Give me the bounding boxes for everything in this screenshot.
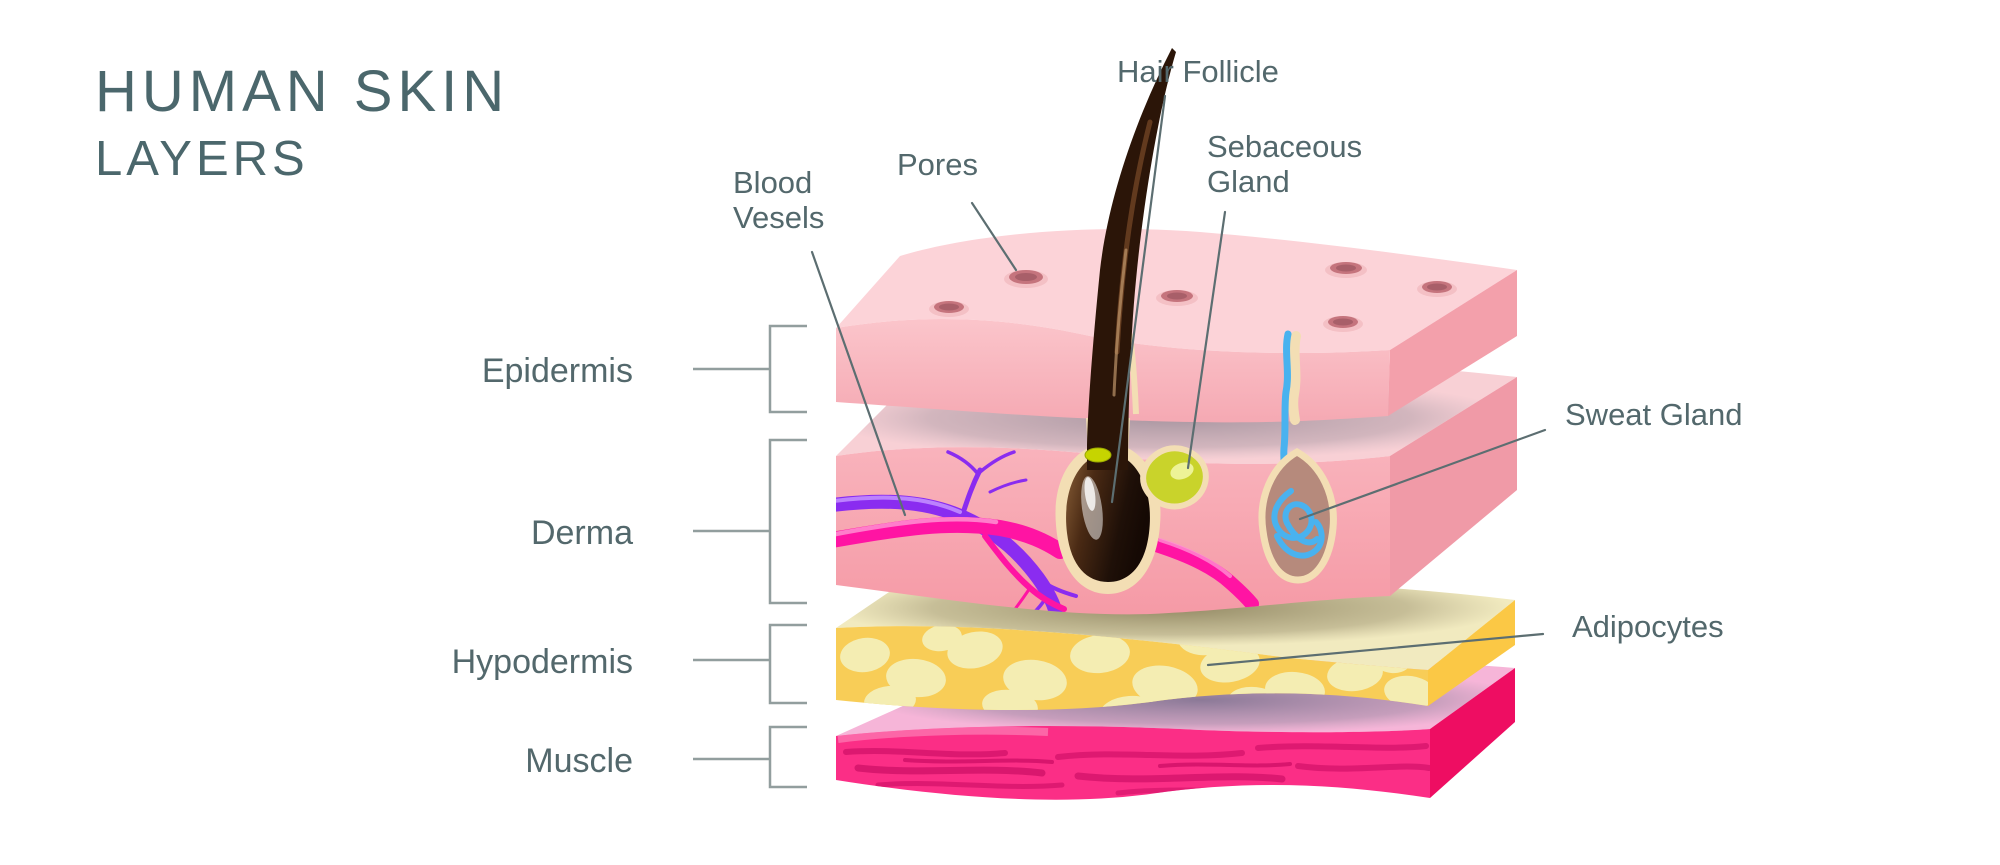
- vessel-purple-twig: [946, 450, 980, 476]
- pore: [929, 301, 969, 317]
- muscle-streak: [903, 758, 1054, 764]
- adipocytes-label: Adipocytes: [1572, 609, 1724, 644]
- vessel-purple-twig: [1038, 578, 1078, 598]
- blood-vessel-magenta: [836, 516, 1259, 615]
- derma-contents: [836, 330, 1337, 615]
- layer-label-muscle: Muscle: [525, 742, 633, 780]
- hair-follicle-leader-line: [1110, 94, 1167, 504]
- vessel-magenta-twig: [1006, 586, 1032, 615]
- follicle-bulb: [1066, 452, 1150, 582]
- muscle-streak: [1074, 772, 1286, 783]
- sebaceous-gland: [1140, 445, 1209, 510]
- adipocytes-leader-line: [1206, 632, 1545, 667]
- hypodermis-right-face: [1428, 600, 1515, 706]
- vessel-magenta-right-highlight: [1158, 538, 1232, 578]
- leader-lines: [810, 94, 1547, 667]
- layer-label-hypodermis: Hypodermis: [451, 643, 633, 681]
- pores-label: Pores: [897, 147, 978, 182]
- bracket-shape: [768, 324, 807, 414]
- pores-leader-line: [970, 201, 1018, 272]
- muscle-streak: [1255, 743, 1429, 751]
- epidermis-layer: [836, 229, 1517, 423]
- sebaceous-gland-label-line2: Gland: [1207, 163, 1290, 199]
- hypodermis-bracket: [693, 623, 807, 705]
- adipocyte-cells: [840, 626, 1428, 711]
- follicle-green-dot: [1084, 447, 1112, 463]
- pore: [1417, 281, 1457, 297]
- sebaceous-gland-leader-line: [1186, 210, 1227, 470]
- title-line-1: HUMAN SKIN: [95, 59, 510, 124]
- muscle-streak: [854, 764, 1046, 777]
- sweat-gland: [1258, 447, 1337, 584]
- adipocyte: [1070, 634, 1130, 674]
- sebaceous-gland-label: Sebaceous Gland: [1207, 129, 1363, 199]
- muscle-streak: [843, 748, 1008, 758]
- hair-shaft-gloss: [1112, 248, 1128, 397]
- bracket-shape: [768, 725, 807, 789]
- muscle-fibers: [843, 743, 1430, 796]
- epidermis-bracket: [693, 324, 807, 414]
- vessel-purple-highlight: [836, 495, 962, 514]
- blood-vessels-label-line2: Vesels: [733, 199, 825, 235]
- derma-right-face: [1390, 377, 1517, 596]
- hair-follicle: [1055, 333, 1161, 594]
- blood-vessels-leader-line: [810, 250, 907, 517]
- derma-bracket: [693, 438, 807, 605]
- adipocyte: [982, 689, 1038, 711]
- muscle-right-face: [1430, 668, 1515, 798]
- hair-shaft: [1084, 48, 1176, 470]
- blood-vessels-label: Blood Vesels: [733, 165, 825, 235]
- adipocyte: [1327, 656, 1383, 692]
- sweat-gland-label: Sweat Gland: [1565, 397, 1743, 432]
- bracket-shape: [768, 438, 807, 605]
- vessel-magenta-highlight: [836, 517, 999, 537]
- vessel-magenta-right: [1149, 538, 1259, 611]
- vessel-magenta-main: [836, 516, 1068, 559]
- sweat-gland-leader-line: [1298, 428, 1547, 521]
- muscle-streak: [1158, 762, 1292, 768]
- pores-group: [929, 262, 1457, 332]
- pore: [1325, 262, 1367, 278]
- muscle-bracket: [693, 725, 807, 789]
- vessel-purple-twig: [978, 450, 1016, 474]
- layer-brackets: [693, 324, 807, 789]
- muscle-streak: [1055, 750, 1245, 760]
- hair-follicle-label: Hair Follicle: [1117, 54, 1279, 89]
- layer-label-derma: Derma: [530, 514, 633, 552]
- adipocyte: [840, 637, 890, 673]
- blood-vessels-label-line1: Blood: [733, 165, 813, 200]
- bulb-specular-bright: [1084, 477, 1096, 511]
- bracket-shape: [768, 623, 807, 705]
- pore: [1004, 270, 1048, 288]
- adipocyte: [922, 626, 962, 652]
- sebaceous-gland-label-line1: Sebaceous: [1207, 129, 1363, 164]
- muscle-streak: [1115, 786, 1305, 796]
- muscle-streak: [1295, 763, 1430, 772]
- adipocyte: [947, 631, 1003, 669]
- page-title: HUMAN SKIN LAYERS: [95, 58, 509, 187]
- adipocyte: [1132, 665, 1198, 707]
- epidermis-right-face: [1388, 270, 1517, 416]
- adipocyte: [1384, 675, 1428, 709]
- adipocyte: [1003, 659, 1067, 701]
- muscle-front-highlight: [837, 726, 1049, 743]
- hair-shaft-body: [1087, 48, 1176, 470]
- muscle-streak: [875, 781, 1065, 789]
- pore: [1323, 316, 1363, 332]
- sweat-gland-coil: [1271, 488, 1325, 559]
- layer-label-epidermis: Epidermis: [481, 352, 633, 390]
- pore: [1156, 290, 1198, 306]
- duct-sheath-line: [1288, 331, 1301, 425]
- vessel-purple-twig: [988, 478, 1028, 494]
- title-line-2: LAYERS: [95, 132, 309, 186]
